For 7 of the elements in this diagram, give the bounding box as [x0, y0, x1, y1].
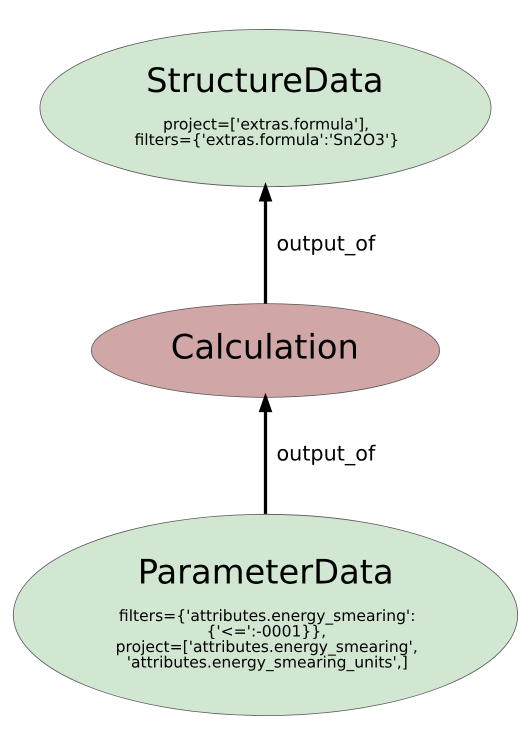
edge-label: output_of [276, 230, 376, 255]
node-ellipse: Calculation [91, 302, 440, 398]
node-ellipse: StructureData project=['extras.formula'], filters={'extras.formula':'Sn2O3'} [40, 28, 492, 187]
edge-label: output_of [276, 441, 376, 466]
arrow [258, 182, 272, 304]
arrow [258, 392, 272, 514]
node-ellipse: ParameterData filters={'attributes.energy_smearing': {'<=':-0001}}, project=['attributes.energy_smearing', 'attributes.energy_smearing_units',] [12, 513, 518, 716]
